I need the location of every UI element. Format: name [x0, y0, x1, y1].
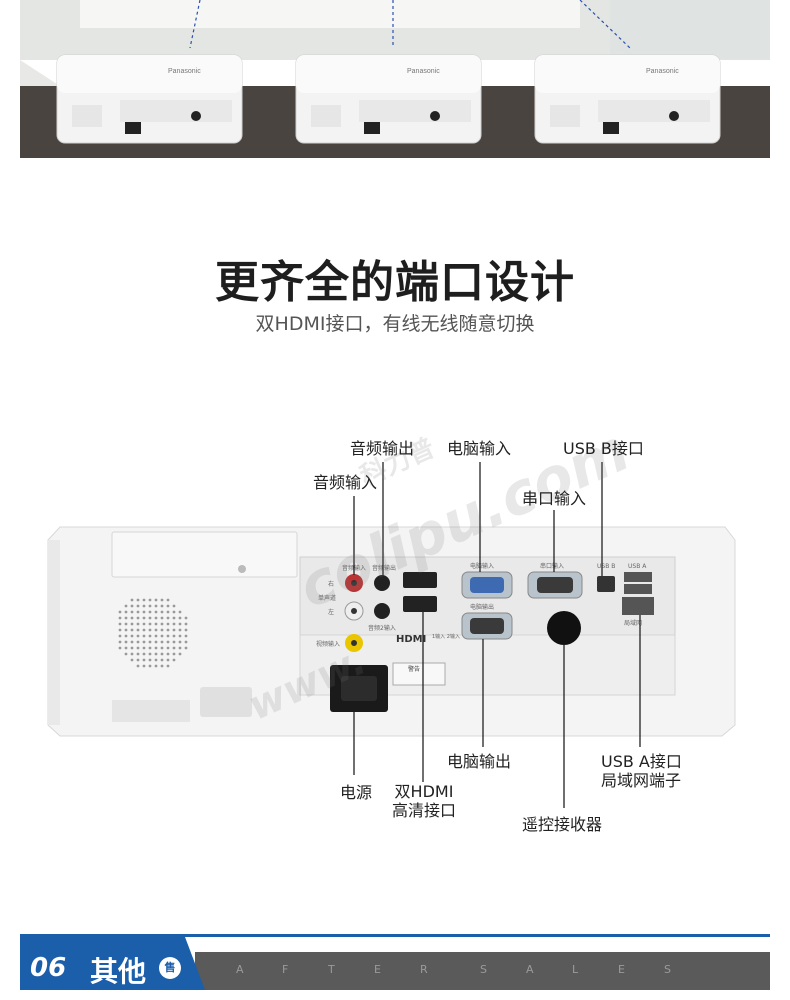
- panel-audio-out-label: 音频输出: [372, 564, 396, 572]
- hdmi-port-2: [403, 596, 437, 612]
- after-sales-letter: F: [282, 963, 289, 976]
- panel-pc-in-label: 电脑输入: [470, 562, 494, 570]
- callout-usb-a-line1: USB A接口: [601, 752, 682, 771]
- section-subtitle: 双HDMI接口，有线无线随意切换: [255, 313, 535, 335]
- speaker-grille: [118, 598, 188, 668]
- panel-lan-label: 局域网: [624, 619, 642, 627]
- callout-audio-in: 音频输入: [313, 473, 378, 492]
- panel-serial-label: 串口输入: [540, 562, 564, 570]
- callout-usb-b: USB B接口: [563, 439, 644, 458]
- panel-usb-a-label: USB A: [628, 563, 647, 570]
- callout-lines: [353, 462, 641, 808]
- after-sales-letter: A: [526, 963, 534, 976]
- panel-audio2-label: 音频2输入: [368, 624, 396, 632]
- callout-pc-in: 电脑输入: [447, 439, 512, 458]
- panel-pc-out-label: 电脑输出: [470, 603, 494, 611]
- hdmi-port-1: [403, 572, 437, 588]
- usb-a-port: [624, 572, 652, 594]
- callout-pc-out: 电脑输出: [447, 752, 512, 771]
- projector-rear-diagram: 音频输入 音频输出 右 单声道 左 视频输入 音频2输入 HDMI 1输入 2输…: [47, 420, 736, 808]
- power-inlet: [330, 665, 388, 712]
- projector-2: Panasonic: [295, 54, 482, 144]
- serial-port: [527, 571, 583, 599]
- panel-mono-label: 单声道: [318, 594, 336, 602]
- audio-in-jack: [344, 574, 364, 621]
- callout-power: 电源: [340, 783, 373, 802]
- footer-banner: [20, 934, 770, 990]
- panel-hdmi-in-label: 1输入 2输入: [432, 633, 460, 640]
- callout-remote-receiver: 遥控接收器: [522, 815, 603, 834]
- after-sales-letter: A: [236, 963, 244, 976]
- panel-warning-label: 警告: [408, 665, 420, 673]
- after-sales-letter: S: [664, 963, 671, 976]
- after-sales-letter: L: [572, 963, 579, 976]
- remote-receiver-sensor: [547, 611, 581, 645]
- after-sales-letter: E: [374, 963, 381, 976]
- footer-section-number: 06: [30, 953, 67, 983]
- projector-1: Panasonic: [56, 54, 243, 144]
- after-sales-letter: E: [618, 963, 625, 976]
- footer-section-title: 其他: [90, 955, 147, 988]
- pc-in-port: [461, 571, 513, 599]
- callout-dual-hdmi-line2: 高清接口: [391, 801, 456, 820]
- panel-left-label: 左: [328, 608, 334, 616]
- pc-out-port: [461, 612, 513, 640]
- usb-b-port: [597, 576, 615, 592]
- projector-brand-label: Panasonic: [646, 68, 679, 75]
- panel-video-in-label: 视频输入: [316, 640, 340, 648]
- callout-usb-a-lan: USB A接口 局域网端子: [601, 752, 682, 790]
- panel-hdmi-logo: HDMI: [396, 634, 426, 645]
- after-sales-letter: R: [420, 963, 428, 976]
- panel-right-label: 右: [328, 580, 334, 588]
- video-in-jack: [345, 634, 363, 652]
- panel-usb-b-label: USB B: [597, 563, 615, 570]
- callout-audio-out: 音频输出: [350, 439, 415, 458]
- after-sales-letter: S: [480, 963, 487, 976]
- projector-3: Panasonic: [534, 54, 721, 144]
- section-title: 更齐全的端口设计: [215, 257, 575, 308]
- after-sales-badge-icon: 售: [159, 957, 181, 979]
- callout-usb-a-line2: 局域网端子: [601, 771, 682, 790]
- callout-dual-hdmi: 双HDMI 高清接口: [388, 782, 460, 820]
- audio-out-jack: [374, 575, 390, 619]
- lan-port: [622, 597, 654, 615]
- callout-dual-hdmi-line1: 双HDMI: [394, 782, 454, 801]
- after-sales-letter: T: [328, 963, 335, 976]
- top-projector-photo: Panasonic Panasonic Panasonic: [0, 0, 790, 170]
- projector-brand-label: Panasonic: [168, 68, 201, 75]
- projector-brand-label: Panasonic: [407, 68, 440, 75]
- callout-serial-in: 串口输入: [522, 489, 587, 508]
